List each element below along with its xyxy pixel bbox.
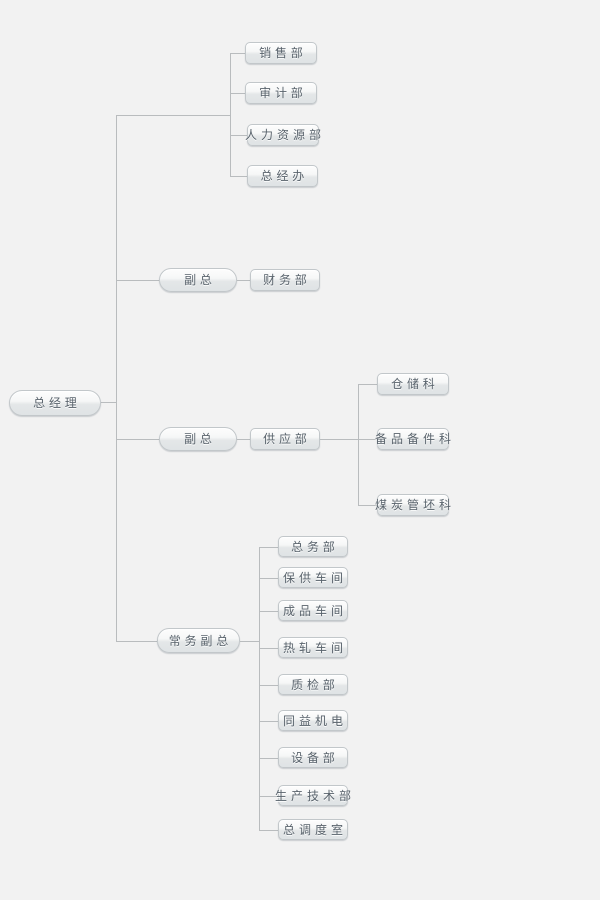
operations-branch-spine <box>259 546 260 830</box>
node-label: 生产技术部 <box>275 788 356 803</box>
operations-branch-leaf-link <box>259 648 278 649</box>
node-label: 财 务 部 <box>263 273 307 287</box>
node-label: 审 计 部 <box>259 86 303 100</box>
supply-branch-parent-link <box>116 439 159 440</box>
node-label: 供 应 部 <box>263 432 307 446</box>
node-总调度室[interactable]: 总调度室 <box>278 819 348 840</box>
operations-branch-leaf-link <box>259 721 278 722</box>
node-label: 煤炭管坯科 <box>375 498 456 512</box>
node-label: 总调度室 <box>283 822 348 837</box>
supply-branch-mid-link <box>237 439 250 440</box>
node-财务部[interactable]: 财 务 部 <box>250 269 320 291</box>
operations-branch-leaf-link <box>259 578 278 579</box>
node-备品备件科[interactable]: 备品备件科 <box>375 428 451 450</box>
node-副总-finance-branch[interactable]: 副 总 <box>159 268 237 292</box>
node-label: 副 总 <box>184 432 212 446</box>
node-label: 备品备件科 <box>375 432 456 446</box>
node-label: 保供车间 <box>283 570 348 585</box>
node-人力资源部[interactable]: 人力资源部 <box>245 124 321 146</box>
node-供应部[interactable]: 供 应 部 <box>250 428 320 450</box>
node-label: 常 务 副 总 <box>168 633 229 648</box>
supply-branch-spine <box>358 384 359 505</box>
finance-branch-leaf-link <box>237 280 250 281</box>
node-生产技术部[interactable]: 生产技术部 <box>275 785 351 806</box>
node-审计部[interactable]: 审 计 部 <box>245 82 317 104</box>
node-副总-supply-branch[interactable]: 副 总 <box>159 427 237 451</box>
node-热轧车间[interactable]: 热轧车间 <box>278 637 348 658</box>
node-质检部[interactable]: 质 检 部 <box>278 674 348 695</box>
supply-branch-leaf-link <box>358 384 377 385</box>
operations-branch-leaf-link <box>259 547 278 548</box>
node-总经理[interactable]: 总 经 理 <box>9 390 101 416</box>
direct-departments-leaf-link <box>230 93 245 94</box>
node-label: 总 务 部 <box>291 539 335 554</box>
direct-departments-leaf-link <box>230 53 245 54</box>
node-label: 成品车间 <box>283 603 348 618</box>
node-成品车间[interactable]: 成品车间 <box>278 600 348 621</box>
root-stub-line <box>101 402 116 403</box>
supply-branch-spine-link <box>320 439 358 440</box>
node-总经办[interactable]: 总 经 办 <box>247 165 318 187</box>
operations-branch-leaf-link <box>259 758 278 759</box>
node-煤炭管坯科[interactable]: 煤炭管坯科 <box>375 494 451 516</box>
node-仓储科[interactable]: 仓 储 科 <box>377 373 449 395</box>
node-label: 质 检 部 <box>291 677 335 692</box>
node-label: 副 总 <box>184 273 212 287</box>
node-保供车间[interactable]: 保供车间 <box>278 567 348 588</box>
operations-branch-leaf-link <box>259 796 278 797</box>
operations-branch-leaf-link <box>259 830 278 831</box>
node-label: 热轧车间 <box>283 640 348 655</box>
finance-branch-parent-link <box>116 280 159 281</box>
node-设备部[interactable]: 设 备 部 <box>278 747 348 768</box>
operations-branch-spine-link <box>240 641 259 642</box>
node-同益机电[interactable]: 同益机电 <box>278 710 348 731</box>
node-label: 设 备 部 <box>291 750 335 765</box>
node-label: 总 经 办 <box>260 169 305 183</box>
node-总务部[interactable]: 总 务 部 <box>278 536 348 557</box>
node-label: 总 经 理 <box>33 396 77 410</box>
node-label: 销 售 部 <box>259 46 303 60</box>
operations-branch-leaf-link <box>259 685 278 686</box>
main-trunk-line <box>116 115 117 641</box>
direct-departments-leaf-link <box>230 135 247 136</box>
node-销售部[interactable]: 销 售 部 <box>245 42 317 64</box>
direct-departments-spine-link <box>116 115 230 116</box>
operations-branch-leaf-link <box>259 611 278 612</box>
node-label: 人力资源部 <box>245 128 326 142</box>
node-label: 同益机电 <box>283 713 348 728</box>
operations-branch-parent-link <box>116 641 157 642</box>
node-常务副总-operations-branch[interactable]: 常 务 副 总 <box>157 628 240 653</box>
direct-departments-leaf-link <box>230 176 247 177</box>
supply-branch-leaf-link <box>358 439 377 440</box>
direct-departments-spine <box>230 53 231 176</box>
supply-branch-leaf-link <box>358 505 377 506</box>
node-label: 仓 储 科 <box>391 377 435 391</box>
